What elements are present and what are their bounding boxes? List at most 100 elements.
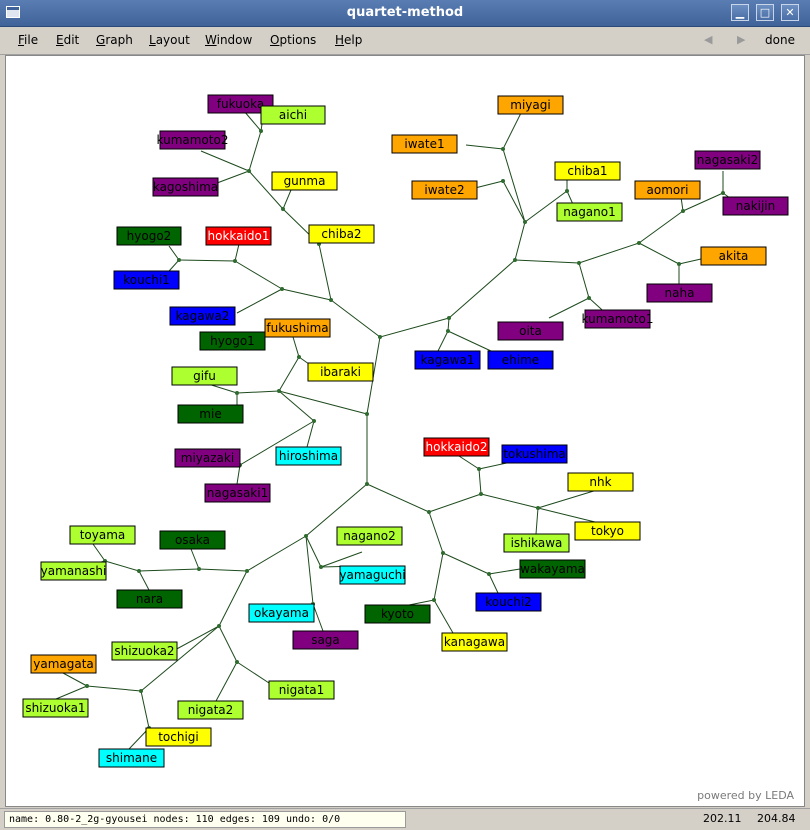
tree-node[interactable]: [536, 506, 540, 510]
tree-node[interactable]: [85, 684, 89, 688]
leaf-label-nigata1[interactable]: nigata1: [268, 680, 335, 700]
leaf-box[interactable]: [503, 533, 570, 553]
leaf-box[interactable]: [152, 177, 219, 197]
tree-node[interactable]: [277, 389, 281, 393]
tree-node[interactable]: [235, 391, 239, 395]
leaf-box[interactable]: [574, 521, 641, 541]
leaf-label-hiroshima[interactable]: hiroshima: [275, 446, 342, 466]
leaf-box[interactable]: [646, 283, 713, 303]
leaf-label-chiba2[interactable]: chiba2: [308, 224, 375, 244]
leaf-label-oita[interactable]: oita: [497, 321, 564, 341]
leaf-label-ehime[interactable]: ehime: [487, 350, 554, 370]
leaf-box[interactable]: [159, 130, 226, 150]
tree-node[interactable]: [319, 565, 323, 569]
leaf-box[interactable]: [694, 150, 761, 170]
leaf-box[interactable]: [40, 561, 107, 581]
tree-node[interactable]: [245, 569, 249, 573]
leaf-box[interactable]: [116, 226, 182, 246]
leaf-box[interactable]: [275, 446, 342, 466]
tree-node[interactable]: [197, 567, 201, 571]
tree-node[interactable]: [446, 329, 450, 333]
leaf-label-toyama[interactable]: toyama: [69, 525, 136, 545]
leaf-box[interactable]: [441, 632, 508, 652]
leaf-label-kumamoto2[interactable]: kumamoto2: [157, 130, 229, 150]
leaf-box[interactable]: [391, 134, 458, 154]
leaf-box[interactable]: [98, 748, 165, 768]
leaf-label-gunma[interactable]: gunma: [271, 171, 338, 191]
leaf-box[interactable]: [69, 525, 136, 545]
leaf-box[interactable]: [207, 94, 274, 114]
leaf-label-kouchi2[interactable]: kouchi2: [475, 592, 542, 612]
menu-edit[interactable]: Edit: [56, 33, 80, 47]
leaf-box[interactable]: [177, 700, 244, 720]
menu-help[interactable]: Help: [335, 33, 363, 47]
leaf-label-yamanashi[interactable]: yamanashi: [40, 561, 107, 581]
leaf-box[interactable]: [700, 246, 767, 266]
tree-node[interactable]: [378, 335, 382, 339]
leaf-label-tochigi[interactable]: tochigi: [145, 727, 212, 747]
leaf-label-hyogo1[interactable]: hyogo1: [199, 331, 266, 351]
leaf-box[interactable]: [22, 698, 89, 718]
leaf-label-ishikawa[interactable]: ishikawa: [503, 533, 570, 553]
window-menu-icon[interactable]: [6, 6, 20, 18]
leaf-box[interactable]: [336, 526, 403, 546]
leaf-label-tokyo[interactable]: tokyo: [574, 521, 641, 541]
leaf-label-aichi[interactable]: aichi: [260, 105, 326, 125]
leaf-box[interactable]: [292, 630, 359, 650]
tree-node[interactable]: [312, 419, 316, 423]
leaf-box[interactable]: [556, 202, 623, 222]
tree-node[interactable]: [577, 261, 581, 265]
leaf-label-iwate1[interactable]: iwate1: [391, 134, 458, 154]
menu-options[interactable]: Options: [270, 33, 317, 47]
leaf-box[interactable]: [177, 404, 244, 424]
leaf-box[interactable]: [423, 437, 490, 457]
leaf-box[interactable]: [248, 603, 315, 623]
tree-node[interactable]: [441, 551, 445, 555]
back-arrow-icon[interactable]: ◀: [704, 33, 713, 46]
leaf-label-shizuoka2[interactable]: shizuoka2: [111, 641, 178, 661]
leaf-box[interactable]: [264, 318, 331, 338]
menu-window[interactable]: Window: [205, 33, 253, 47]
leaf-box[interactable]: [364, 604, 431, 624]
leaf-box[interactable]: [271, 171, 338, 191]
leaf-label-miyagi[interactable]: miyagi: [497, 95, 564, 115]
leaf-box[interactable]: [501, 444, 568, 464]
leaf-label-hokkaido1[interactable]: hokkaido1: [205, 226, 272, 246]
done-button[interactable]: done: [765, 33, 795, 47]
tree-node[interactable]: [637, 241, 641, 245]
tree-node[interactable]: [479, 492, 483, 496]
tree-node[interactable]: [365, 412, 369, 416]
tree-node[interactable]: [681, 209, 685, 213]
leaf-label-iwate2[interactable]: iwate2: [411, 180, 478, 200]
leaf-label-kumamoto1[interactable]: kumamoto1: [582, 309, 654, 329]
leaf-label-gifu[interactable]: gifu: [171, 366, 238, 386]
tree-node[interactable]: [177, 258, 181, 262]
tree-node[interactable]: [587, 296, 591, 300]
close-button[interactable]: ✕: [781, 4, 799, 21]
tree-node[interactable]: [447, 316, 451, 320]
leaf-box[interactable]: [519, 559, 586, 579]
tree-node[interactable]: [281, 207, 285, 211]
leaf-box[interactable]: [260, 105, 326, 125]
tree-node[interactable]: [235, 660, 239, 664]
leaf-box[interactable]: [411, 180, 478, 200]
leaf-box[interactable]: [171, 366, 238, 386]
leaf-label-nakijin[interactable]: nakijin: [722, 196, 789, 216]
menu-graph[interactable]: Graph: [96, 33, 133, 47]
leaf-label-nagano1[interactable]: nagano1: [556, 202, 623, 222]
leaf-label-kanagawa[interactable]: kanagawa: [441, 632, 508, 652]
leaf-box[interactable]: [169, 306, 236, 326]
leaf-box[interactable]: [339, 565, 406, 585]
leaf-label-osaka[interactable]: osaka: [159, 530, 226, 550]
leaf-label-wakayama[interactable]: wakayama: [519, 559, 586, 579]
tree-node[interactable]: [513, 258, 517, 262]
leaf-label-miyazaki[interactable]: miyazaki: [174, 448, 241, 468]
leaf-box[interactable]: [268, 680, 335, 700]
leaf-box[interactable]: [414, 350, 481, 370]
leaf-label-saga[interactable]: saga: [292, 630, 359, 650]
leaf-label-akita[interactable]: akita: [700, 246, 767, 266]
leaf-label-fukuoka[interactable]: fukuoka: [207, 94, 274, 114]
tree-node[interactable]: [501, 179, 505, 183]
